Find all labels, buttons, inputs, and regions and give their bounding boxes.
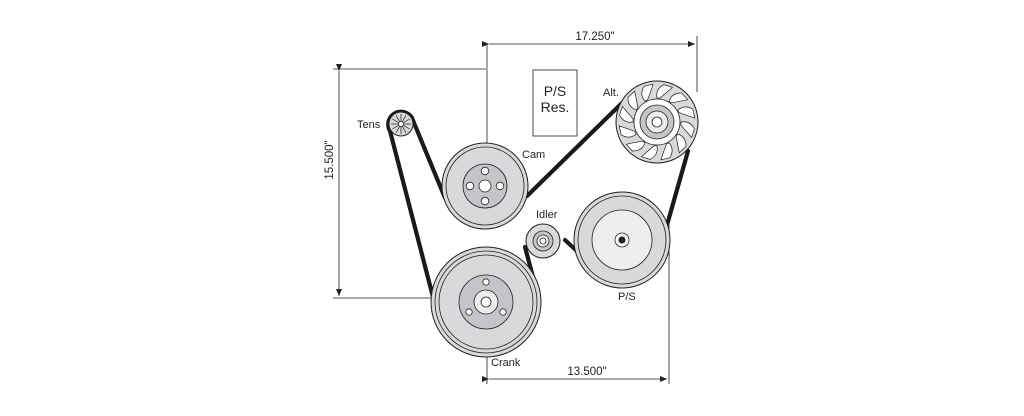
tensioner-spoke bbox=[402, 126, 407, 133]
power-steering-label: P/S bbox=[618, 291, 636, 303]
tensioner-spoke bbox=[403, 125, 410, 130]
cam-label: Cam bbox=[522, 149, 545, 161]
power-steering-pulley bbox=[573, 191, 671, 289]
left-height-dimension: 15.500" bbox=[324, 140, 336, 179]
crank-label: Crank bbox=[491, 357, 521, 369]
tensioner-pulley bbox=[388, 111, 414, 137]
tensioner-spoke bbox=[392, 125, 399, 130]
bottom-width-dimension: 13.500" bbox=[567, 366, 606, 378]
cam-pulley bbox=[441, 142, 529, 230]
ps-reservoir-label-line2: Res. bbox=[541, 99, 570, 115]
tensioner-spoke bbox=[395, 126, 400, 133]
alternator-vane bbox=[656, 84, 674, 99]
ps-reservoir-box bbox=[532, 69, 578, 137]
alternator-vane bbox=[675, 133, 687, 154]
alternator-vane bbox=[619, 105, 634, 123]
ps-reservoir-label-line1: P/S bbox=[544, 83, 567, 99]
alternator-vane bbox=[627, 90, 639, 111]
alternator-vane bbox=[640, 145, 658, 160]
tensioner-spoke bbox=[392, 118, 399, 123]
alternator-label: Alt. bbox=[603, 87, 619, 99]
alternator-vane bbox=[625, 140, 646, 152]
alternator-vane bbox=[680, 121, 695, 139]
alternator-vane bbox=[641, 83, 654, 102]
tensioner-spoke bbox=[403, 118, 410, 123]
alternator-vane bbox=[660, 142, 673, 161]
alternator-pulley bbox=[615, 80, 699, 164]
idler-pulley bbox=[525, 223, 561, 259]
alternator-vane bbox=[618, 125, 637, 138]
crank-pulley bbox=[430, 246, 542, 358]
alternator-vane bbox=[677, 106, 696, 119]
top-width-dimension: 17.250" bbox=[575, 31, 614, 43]
idler-label: Idler bbox=[536, 209, 558, 221]
tensioner-spoke bbox=[395, 115, 400, 122]
tensioner-spoke bbox=[402, 115, 407, 122]
tensioner-label: Tens bbox=[357, 119, 381, 131]
alternator-vane bbox=[668, 92, 689, 104]
